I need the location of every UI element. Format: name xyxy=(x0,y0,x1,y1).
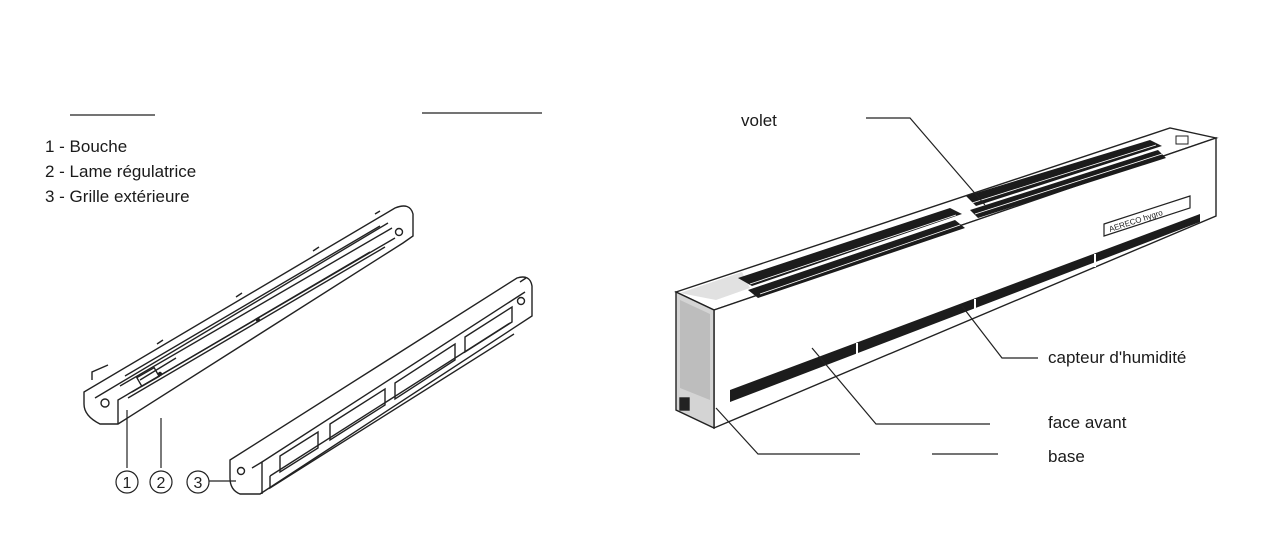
label-face-avant: face avant xyxy=(1048,413,1127,432)
callout-number-3: 3 xyxy=(194,475,203,492)
label-base: base xyxy=(1048,447,1085,466)
grille-exterieure xyxy=(229,276,533,495)
callout-circle-3 xyxy=(186,470,210,494)
callout-number-2: 2 xyxy=(157,475,166,492)
capteur-slot xyxy=(730,214,1200,402)
label-volet: volet xyxy=(741,111,777,130)
legend-item-grille: 3 - Grille extérieure xyxy=(45,187,190,206)
callout-circle-2 xyxy=(149,470,173,494)
legend: 1 - Bouche 2 - Lame régulatrice 3 - Gril… xyxy=(45,134,196,209)
bouche-vent xyxy=(83,205,414,425)
volet-slot-left xyxy=(738,208,962,286)
callout-circle-1 xyxy=(115,470,139,494)
hygro-unit: AERECO hygro xyxy=(674,127,1219,430)
right-leaders xyxy=(715,117,1038,455)
callout-circles xyxy=(115,470,210,494)
label-capteur: capteur d'humidité xyxy=(1048,348,1187,367)
callout-leaders xyxy=(126,410,236,482)
legend-item-lame: 2 - Lame régulatrice xyxy=(45,162,197,181)
brand-plate xyxy=(1103,195,1191,237)
legend-item-bouche: 1 - Bouche xyxy=(45,137,128,156)
callout-number-1: 1 xyxy=(123,475,132,492)
